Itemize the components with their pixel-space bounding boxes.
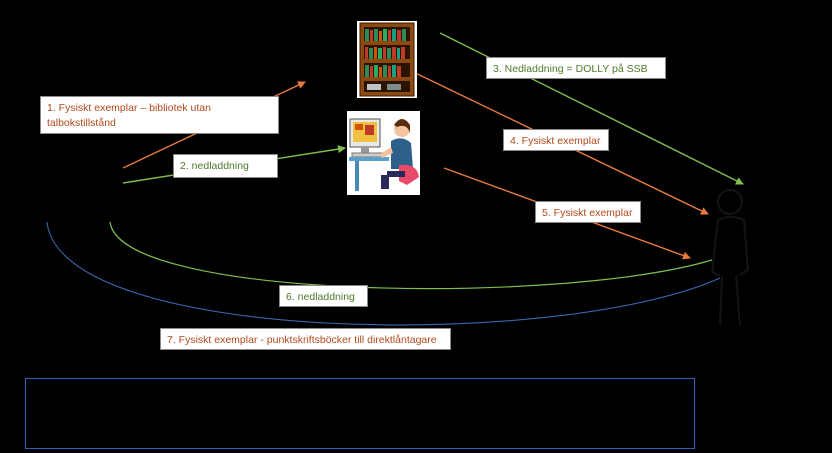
arrow-7 bbox=[46, 221, 721, 326]
label-3: 3. Nedladdning = DOLLY på SSB bbox=[486, 57, 666, 79]
bookshelf-icon bbox=[357, 21, 417, 98]
person-silhouette-icon bbox=[710, 189, 750, 326]
bottom-text-box bbox=[25, 378, 695, 449]
arrow-6 bbox=[109, 221, 713, 290]
label-4: 4. Fysiskt exemplar bbox=[503, 129, 609, 151]
label-2: 2. nedladdning bbox=[173, 154, 278, 178]
label-5: 5. Fysiskt exemplar bbox=[535, 201, 641, 223]
label-6: 6. nedladdning bbox=[279, 285, 368, 307]
person-at-computer-icon bbox=[347, 111, 420, 195]
label-1: 1. Fysiskt exemplar – bibliotek utan tal… bbox=[40, 96, 279, 134]
arrow-3 bbox=[439, 32, 744, 185]
label-7: 7. Fysiskt exemplar - punktskriftsböcker… bbox=[160, 328, 451, 350]
label-1-line-2: talbokstillstånd bbox=[47, 117, 116, 129]
label-1-line-1: 1. Fysiskt exemplar – bibliotek utan bbox=[47, 102, 211, 114]
